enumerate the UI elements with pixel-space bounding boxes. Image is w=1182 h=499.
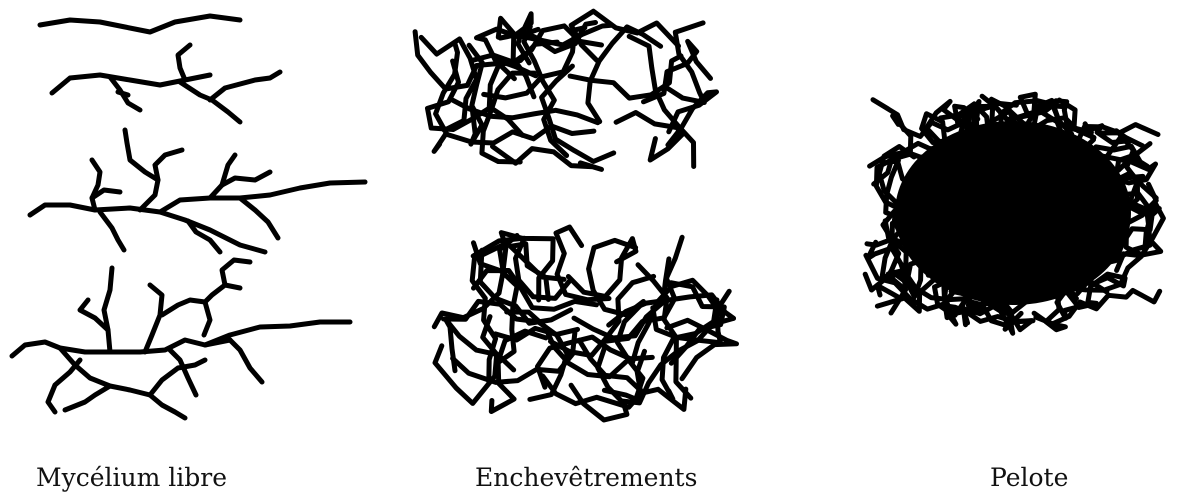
hypha <box>222 260 250 285</box>
pellet-drawing <box>865 94 1163 333</box>
hypha <box>150 360 205 395</box>
hypha <box>178 45 190 80</box>
hypha <box>230 340 262 382</box>
hypha <box>629 36 694 166</box>
hypha <box>125 130 158 180</box>
hypha <box>210 72 280 100</box>
caption-pellet: Pelote <box>990 463 1068 493</box>
hypha <box>65 386 110 410</box>
hypha <box>162 285 240 315</box>
hypha <box>588 27 661 122</box>
hypha <box>40 16 240 32</box>
hypha <box>92 160 100 210</box>
hypha <box>240 198 278 238</box>
hypha <box>145 285 162 352</box>
hypha <box>12 340 230 356</box>
hypha <box>118 92 128 95</box>
hypha <box>571 11 678 60</box>
hypha <box>571 347 627 420</box>
hypha <box>222 172 270 185</box>
caption-tangles: Enchevêtrements <box>475 463 697 493</box>
hypha <box>204 302 210 335</box>
hypha <box>160 182 365 212</box>
hypha <box>30 205 265 252</box>
hypha <box>104 268 112 352</box>
tangles-drawing <box>415 11 736 420</box>
hypha <box>100 212 124 250</box>
free-mycelium-drawing <box>12 16 365 418</box>
hypha <box>210 155 235 198</box>
caption-free-mycelium: Mycélium libre <box>36 463 227 493</box>
